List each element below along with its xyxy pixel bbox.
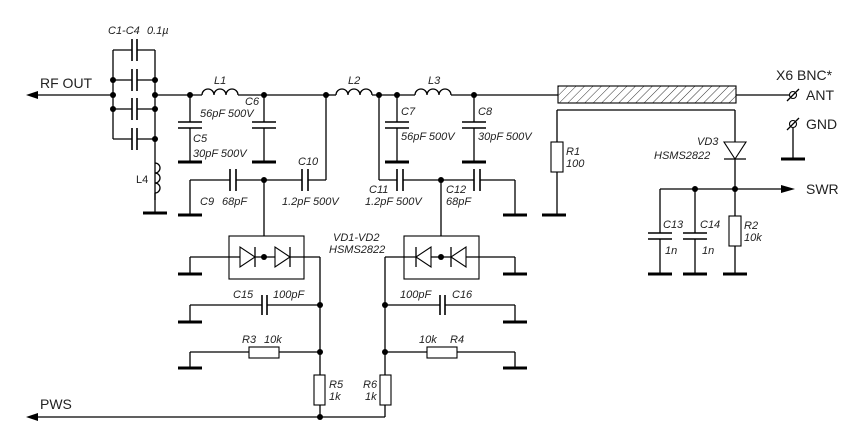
r6-value: 1k: [365, 391, 377, 403]
resistor-r3: R3 10k: [178, 334, 323, 370]
c14-ref: C14: [700, 219, 720, 231]
capacitor-c14: C14 1n: [683, 189, 720, 276]
capacitor-c10: C10 1.2pF 500V: [282, 95, 340, 208]
c6-ref: C6: [245, 96, 260, 108]
inductor-l4: L4: [136, 162, 167, 215]
c5-value: 30pF 500V: [193, 148, 248, 160]
pws-port: PWS: [26, 396, 323, 421]
c13-value: 1n: [665, 245, 677, 257]
connector-label: X6 BNC*: [776, 67, 833, 83]
r5-ref: R5: [329, 379, 344, 391]
inductor-l3: L3: [414, 75, 452, 96]
r1-ref: R1: [566, 146, 580, 158]
diode-icon: [450, 245, 467, 269]
l3-ref: L3: [428, 75, 441, 87]
c13-ref: C13: [663, 219, 684, 231]
inductor-l1: L1: [201, 75, 239, 96]
c10-ref: C10: [298, 156, 319, 168]
c8-value: 30pF 500V: [478, 131, 533, 143]
resistor-r4: 10k R4: [382, 334, 527, 370]
diode-pair-left: [178, 180, 321, 387]
c10-value: 1.2pF 500V: [282, 196, 340, 208]
capacitor-c16: 100pF C16: [382, 289, 527, 324]
l1-ref: L1: [214, 75, 226, 87]
resistor-r6: R6 1k: [320, 374, 392, 418]
diode-icon: [274, 245, 291, 269]
r4-value: 10k: [419, 334, 437, 346]
swr-label: SWR: [806, 181, 839, 197]
diode-icon: [722, 141, 748, 161]
capacitor-c5: C5 30pF 500V: [178, 95, 248, 164]
capacitor-c15: C15 100pF: [178, 289, 323, 324]
c9-value: 68pF: [222, 196, 248, 208]
resistor-r2: R2 10k: [723, 215, 762, 276]
c12-value: 68pF: [446, 196, 472, 208]
capacitor-c6: C6 56pF 500V: [200, 95, 276, 164]
diode-vd3: VD3 HSMS2822: [654, 110, 748, 216]
vd1-vd2-ref: VD1-VD2: [333, 232, 379, 244]
c7-ref: C7: [401, 106, 416, 118]
pws-arrow-icon: [26, 413, 38, 421]
l4-ref: L4: [136, 174, 148, 186]
vd3-value: HSMS2822: [654, 150, 710, 162]
rf-out-arrow-icon: [26, 91, 38, 99]
bnc-connector-x6: X6 BNC* ANT GND: [776, 67, 837, 161]
resistor-r5: R5 1k: [313, 374, 344, 417]
r4-ref: R4: [450, 334, 464, 346]
capacitor-c8: C8 30pF 500V: [462, 95, 533, 164]
r3-ref: R3: [242, 334, 257, 346]
gnd-label: GND: [806, 116, 837, 132]
c6-value: 56pF 500V: [200, 108, 255, 120]
diode-icon: [239, 245, 256, 269]
c12-ref: C12: [446, 184, 466, 196]
r6-ref: R6: [363, 379, 378, 391]
inductor-l2: L2: [335, 75, 373, 96]
c16-value: 100pF: [400, 289, 432, 301]
swr-arrow-icon: [781, 185, 795, 193]
r3-value: 10k: [264, 334, 282, 346]
diode-pair-right: [384, 180, 527, 375]
pws-label: PWS: [40, 396, 72, 412]
rf-out-port: RF OUT: [26, 75, 113, 99]
capacitor-c12: C12 68pF: [446, 169, 527, 217]
r2-value: 10k: [744, 232, 762, 244]
c15-value: 100pF: [273, 289, 305, 301]
vd3-ref: VD3: [697, 136, 719, 148]
c15-ref: C15: [233, 289, 254, 301]
rf-out-label: RF OUT: [40, 75, 93, 91]
c16-ref: C16: [452, 289, 473, 301]
diode-icon: [415, 245, 432, 269]
resistor-r1: R1 100: [550, 141, 585, 215]
c9-ref: C9: [200, 196, 214, 208]
l2-ref: L2: [348, 75, 360, 87]
c11-ref: C11: [369, 184, 388, 196]
c7-value: 56pF 500V: [401, 131, 456, 143]
c1-c4-value: 0.1µ: [147, 25, 169, 37]
capacitor-c7: C7 56pF 500V: [385, 95, 456, 164]
capacitor-c9: C9 68pF: [178, 169, 302, 217]
c1-c4-ref: C1-C4: [108, 25, 140, 37]
capacitor-c13: C13 1n: [648, 189, 684, 276]
r5-value: 1k: [329, 391, 341, 403]
coupled-line: [556, 85, 790, 142]
r2-ref: R2: [744, 220, 758, 232]
c11-value: 1.2pF 500V: [365, 196, 423, 208]
ant-label: ANT: [806, 87, 834, 103]
vd1-vd2-value: HSMS2822: [329, 244, 385, 256]
c5-ref: C5: [193, 133, 208, 145]
r1-value: 100: [566, 158, 585, 170]
swr-port: SWR: [660, 181, 839, 197]
c14-value: 1n: [702, 245, 714, 257]
c8-ref: C8: [478, 106, 493, 118]
capacitor-bank-c1-c4: C1-C4 0.1µ: [108, 25, 169, 200]
